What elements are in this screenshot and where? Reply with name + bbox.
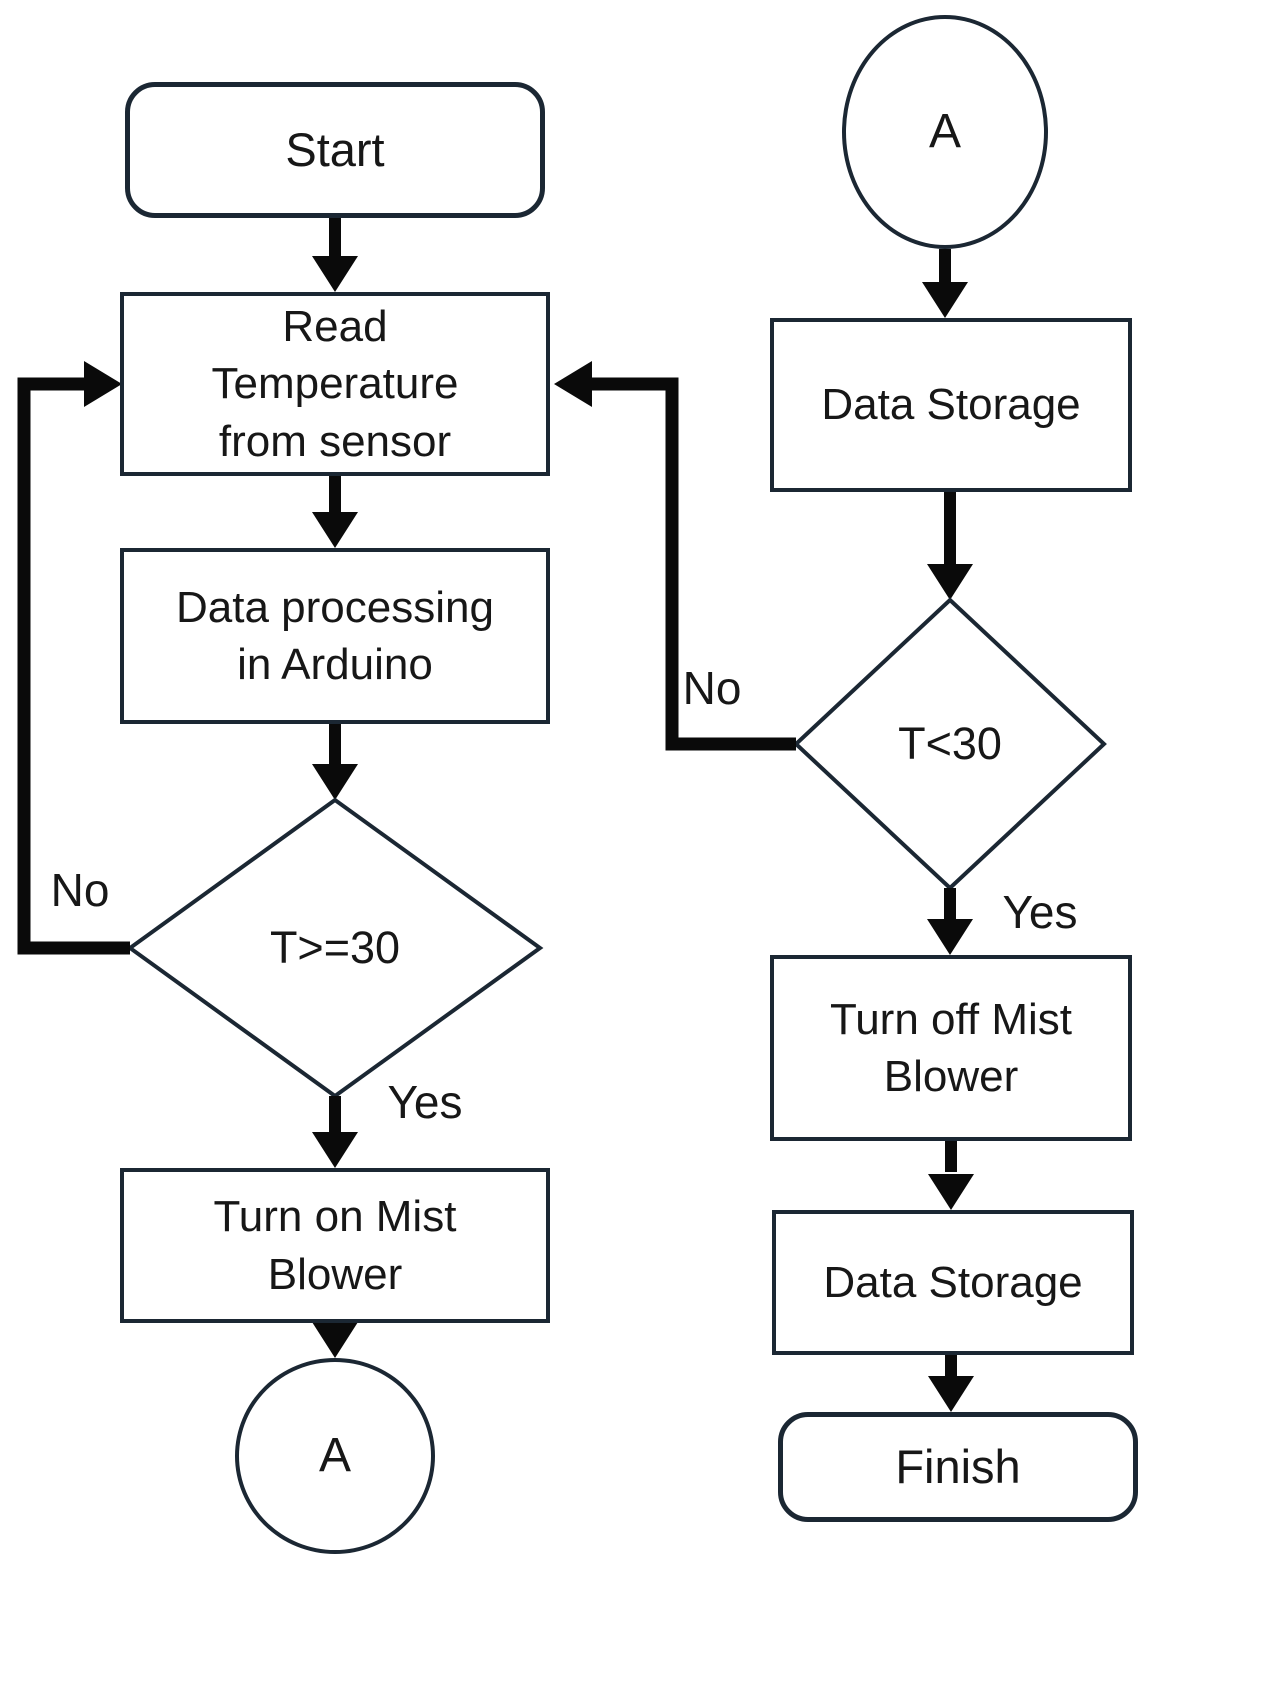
decision-t-lt-30-label: T<30 [898,718,1002,769]
arrowhead-decision-yes-to-turn-on [312,1132,358,1168]
no-branch-label-left: No [50,864,110,916]
arrowhead-decision-yes-to-turn-off [927,919,973,955]
arrowhead-turn-on-to-connector [312,1322,358,1358]
decision-t-ge-30-label: T>=30 [269,922,401,973]
data-storage-top-node: Data Storage [770,318,1132,492]
arrowhead-turn-off-to-storage [928,1174,974,1210]
arrowhead-start-to-read [312,256,358,292]
yes-branch-label-right: Yes [1002,886,1078,938]
arrowhead-storage-to-decision [927,564,973,600]
arrowhead-connector-to-storage [922,282,968,318]
start-node: Start [125,82,545,218]
turn-off-mist-blower-node: Turn off Mist Blower [770,955,1132,1141]
connector-a-left-node: A [235,1358,435,1554]
arrowhead-no-feedback-right [554,361,592,407]
edge-no-feedback-right [590,377,796,751]
arrowhead-no-feedback-left [84,361,122,407]
data-storage-bottom-node: Data Storage [772,1210,1134,1355]
arrowhead-read-to-processing [312,512,358,548]
turn-on-mist-blower-node: Turn on Mist Blower [120,1168,550,1323]
connector-a-right-node: A [842,15,1048,249]
data-processing-node: Data processing in Arduino [120,548,550,724]
finish-node: Finish [778,1412,1138,1522]
edge-no-feedback-left [17,377,130,955]
yes-branch-label-left: Yes [387,1076,463,1128]
arrowhead-processing-to-decision [312,764,358,800]
read-temperature-node: Read Temperature from sensor [120,292,550,476]
no-branch-label-right: No [682,662,742,714]
arrowhead-storage-to-finish [928,1376,974,1412]
